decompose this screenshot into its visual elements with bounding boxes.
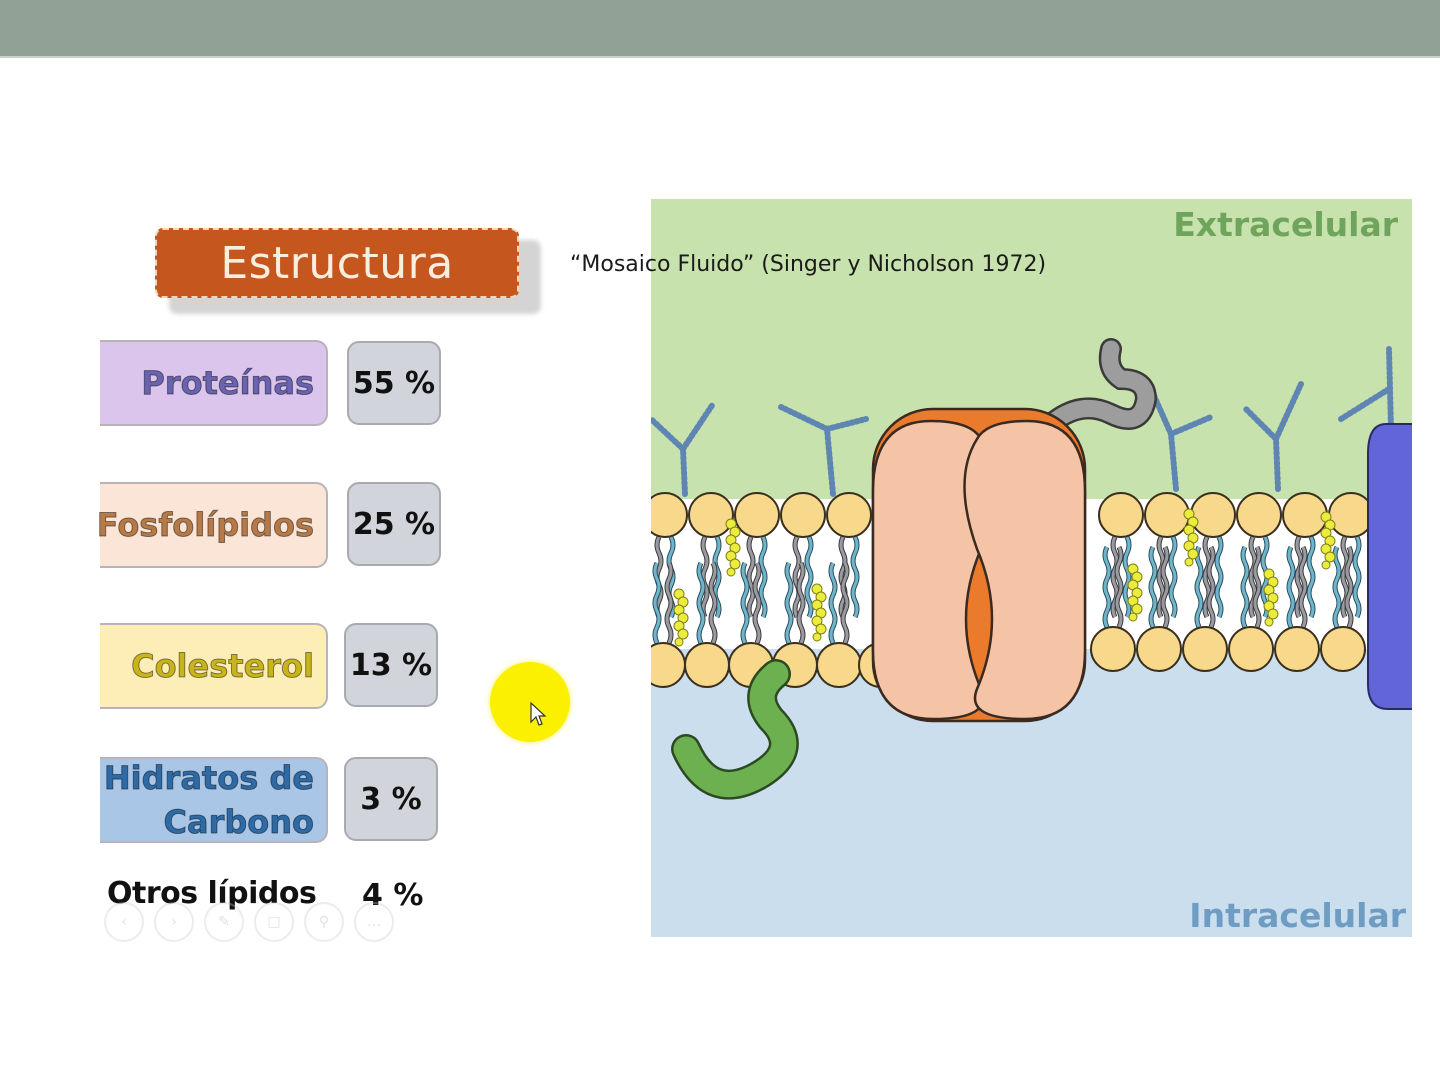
composition-percent-phospholipids: 25 % — [347, 482, 441, 566]
slideshow-controls: ‹ › ✎ □ ⚲ … — [104, 902, 394, 942]
extracellular-label: Extracelular — [1173, 205, 1398, 244]
intracellular-label: Intracelular — [1189, 896, 1406, 935]
pen-icon[interactable]: ✎ — [204, 902, 244, 942]
previous-slide-icon[interactable]: ‹ — [104, 902, 144, 942]
title-box: Estructura — [155, 228, 519, 298]
zoom-icon[interactable]: ⚲ — [304, 902, 344, 942]
slide-title-banner: Estructura — [155, 228, 541, 314]
model-subtitle: “Mosaico Fluido” (Singer y Nicholson 197… — [570, 252, 1047, 277]
composition-percent-carbohydrates: 3 % — [344, 757, 438, 841]
composition-label-cholesterol: Colesterol — [100, 623, 328, 709]
more-options-icon[interactable]: … — [354, 902, 394, 942]
composition-percent-cholesterol: 13 % — [344, 623, 438, 707]
carbohydrate-chains — [651, 346, 1394, 497]
carbohydrates-line1: Hidratos de — [103, 759, 314, 798]
composition-label-phospholipids: Fosfolípidos — [96, 482, 328, 568]
presenter-pointer-highlight — [490, 662, 570, 742]
composition-label-proteins: Proteínas — [100, 340, 328, 426]
channel-protein — [871, 407, 1087, 723]
slide-title: Estructura — [220, 237, 454, 289]
composition-label-carbohydrates: Hidratos de Carbono — [100, 757, 328, 843]
mouse-cursor-icon — [530, 702, 546, 726]
slides-grid-icon[interactable]: □ — [254, 902, 294, 942]
header-bar — [0, 0, 1440, 58]
fluid-mosaic-diagram: Extracelular Intracelular — [651, 199, 1412, 937]
membrane-illustration — [651, 199, 1412, 937]
next-slide-icon[interactable]: › — [154, 902, 194, 942]
composition-percent-proteins: 55 % — [347, 341, 441, 425]
carbohydrates-line2: Carbono — [163, 803, 315, 842]
integral-protein — [1367, 423, 1412, 710]
